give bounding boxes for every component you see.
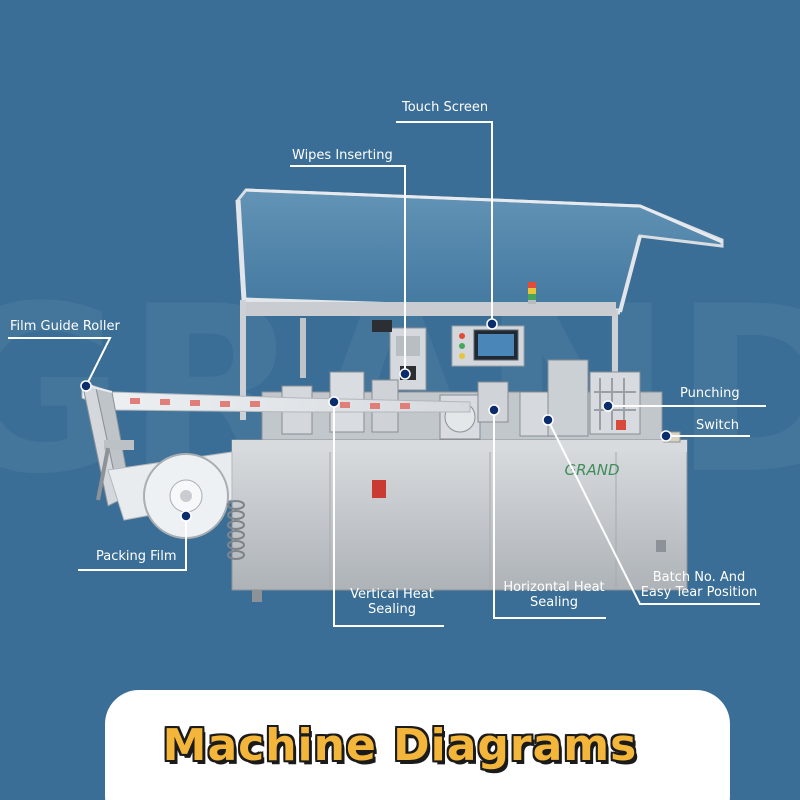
machine-base: GRAND — [231, 431, 688, 602]
label-punching: Punching — [680, 386, 740, 401]
mechanism-row — [261, 359, 663, 443]
marker-horizontal-heat-sealing — [488, 404, 500, 416]
label-vertical-heat-sealing-line1: Vertical Heat — [350, 587, 434, 602]
label-switch: Switch — [696, 418, 739, 433]
label-wipes-inserting: Wipes Inserting — [292, 148, 393, 163]
label-film-guide-roller: Film Guide Roller — [10, 319, 120, 334]
footer-title: Machine Diagrams — [162, 720, 638, 771]
label-packing-film: Packing Film — [96, 549, 177, 564]
marker-switch — [660, 430, 672, 442]
cable-coil — [227, 500, 245, 560]
footer-card — [105, 690, 730, 800]
brand-logo: GRAND — [564, 461, 619, 479]
marker-batch-no — [542, 414, 554, 426]
marker-dots — [80, 318, 672, 522]
upper-frame — [240, 300, 618, 420]
label-touch-screen: Touch Screen — [402, 100, 489, 115]
touch-screen-panel — [451, 325, 525, 367]
label-vertical-heat-sealing: Vertical Heat Sealing — [334, 587, 450, 617]
signal-light — [528, 282, 536, 304]
leader-lines — [8, 121, 766, 627]
label-horizontal-heat-sealing-line2: Sealing — [530, 595, 578, 610]
marker-packing-film — [180, 510, 192, 522]
label-batch-no-easy-tear: Batch No. And Easy Tear Position — [636, 570, 762, 600]
marker-wipes-inserting — [399, 368, 411, 380]
label-batch-no-line1: Batch No. And — [652, 570, 746, 585]
label-vertical-heat-sealing-line2: Sealing — [368, 602, 416, 617]
marker-punching — [602, 400, 614, 412]
wipes-inserting-unit — [372, 320, 427, 391]
marker-touch-screen — [486, 318, 498, 330]
label-horizontal-heat-sealing: Horizontal Heat Sealing — [494, 580, 614, 610]
marker-film-guide-roller — [80, 380, 92, 392]
label-horizontal-heat-sealing-line1: Horizontal Heat — [503, 580, 605, 595]
label-batch-no-line2: Easy Tear Position — [640, 585, 758, 600]
marker-vertical-heat-sealing — [328, 396, 340, 408]
